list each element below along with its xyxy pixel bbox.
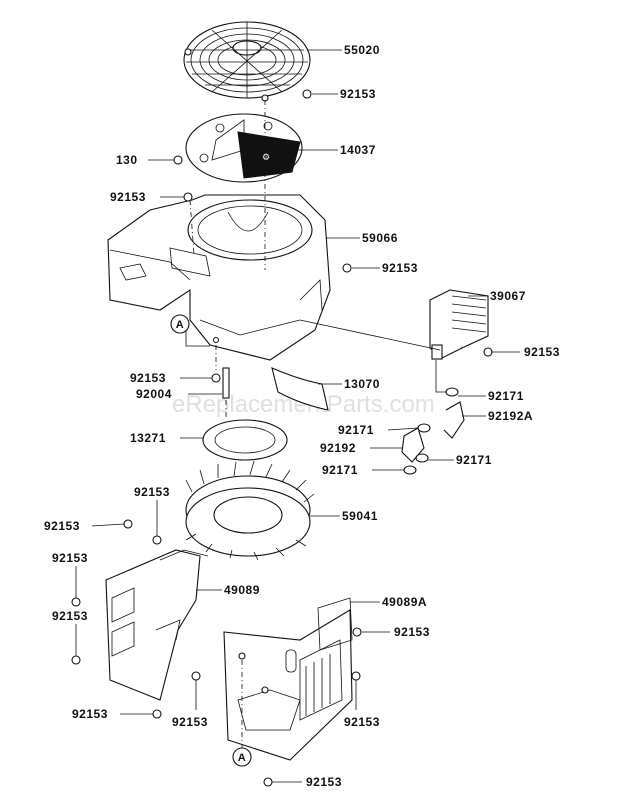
label-92153-n[interactable]: 92153 xyxy=(306,775,342,789)
oil-hose-assembly[interactable] xyxy=(401,360,465,475)
label-59041[interactable]: 59041 xyxy=(342,509,378,523)
bolt-92153-f[interactable] xyxy=(152,535,162,545)
label-13271[interactable]: 13271 xyxy=(130,431,166,445)
label-92192[interactable]: 92192 xyxy=(320,441,356,455)
svg-text:A: A xyxy=(176,319,184,331)
label-13070[interactable]: 13070 xyxy=(344,377,380,391)
fan-grille[interactable] xyxy=(183,21,311,102)
label-92153-d[interactable]: 92153 xyxy=(524,345,560,359)
bolt-92153-l[interactable] xyxy=(191,671,201,681)
label-92153-c[interactable]: 92153 xyxy=(382,261,418,275)
bolt-92153-d[interactable] xyxy=(483,347,493,357)
oil-cooler[interactable] xyxy=(429,289,489,360)
air-seal[interactable] xyxy=(271,367,329,411)
label-92153-k[interactable]: 92153 xyxy=(72,707,108,721)
label-39067[interactable]: 39067 xyxy=(490,289,526,303)
gasket-ring[interactable] xyxy=(202,419,288,461)
label-92153-a[interactable]: 92153 xyxy=(340,87,376,101)
cylinder-shroud-right[interactable] xyxy=(223,597,353,761)
svg-text:⚙: ⚙ xyxy=(262,153,270,163)
label-92153-l[interactable]: 92153 xyxy=(172,715,208,729)
part-labels: 55020 92153 14037 130 92153 59066 92153 … xyxy=(44,43,560,789)
label-92192a[interactable]: 92192A xyxy=(488,409,533,423)
label-92153-b[interactable]: 92153 xyxy=(110,190,146,204)
bolt-92153-i[interactable] xyxy=(71,655,81,665)
stud-pin[interactable] xyxy=(222,367,230,399)
flywheel-fan[interactable] xyxy=(185,460,315,561)
label-92153-f[interactable]: 92153 xyxy=(134,485,170,499)
cylinder-shroud-left[interactable] xyxy=(105,549,209,701)
label-92171-a[interactable]: 92171 xyxy=(488,389,524,403)
label-92153-i[interactable]: 92153 xyxy=(52,609,88,623)
bolt-92153-e[interactable] xyxy=(211,373,221,383)
label-14037[interactable]: 14037 xyxy=(340,143,376,157)
bolt-92153-g[interactable] xyxy=(123,519,133,529)
reference-callout-a-lower: A xyxy=(232,747,252,767)
label-92171-d[interactable]: 92171 xyxy=(456,453,492,467)
reference-callout-a-upper: A xyxy=(170,314,190,334)
bolt-92153-m[interactable] xyxy=(351,671,361,681)
bolt-92153-n[interactable] xyxy=(263,777,273,787)
bolt-130[interactable] xyxy=(173,155,183,165)
label-55020[interactable]: 55020 xyxy=(344,43,380,57)
label-92153-e[interactable]: 92153 xyxy=(130,371,166,385)
label-92153-j[interactable]: 92153 xyxy=(394,625,430,639)
bolt-92153-h[interactable] xyxy=(71,597,81,607)
bolt-92153-a[interactable] xyxy=(302,89,312,99)
label-92153-h[interactable]: 92153 xyxy=(52,551,88,565)
fan-screen-plate[interactable]: ⚙ xyxy=(185,113,303,183)
svg-text:A: A xyxy=(238,752,246,764)
leader-lines xyxy=(75,49,520,783)
label-59066[interactable]: 59066 xyxy=(362,231,398,245)
bolt-92153-k[interactable] xyxy=(152,709,162,719)
blower-housing[interactable] xyxy=(107,194,331,361)
label-92153-m[interactable]: 92153 xyxy=(344,715,380,729)
label-92171-b[interactable]: 92171 xyxy=(338,423,374,437)
label-49089[interactable]: 49089 xyxy=(224,583,260,597)
label-92004[interactable]: 92004 xyxy=(136,387,172,401)
bolt-92153-c[interactable] xyxy=(342,263,352,273)
bolt-92153-b[interactable] xyxy=(183,192,193,202)
label-92171-c[interactable]: 92171 xyxy=(322,463,358,477)
label-49089a[interactable]: 49089A xyxy=(382,595,427,609)
assembly-center-lines xyxy=(189,100,266,760)
bolt-92153-j[interactable] xyxy=(352,627,362,637)
label-130[interactable]: 130 xyxy=(116,153,138,167)
label-92153-g[interactable]: 92153 xyxy=(44,519,80,533)
